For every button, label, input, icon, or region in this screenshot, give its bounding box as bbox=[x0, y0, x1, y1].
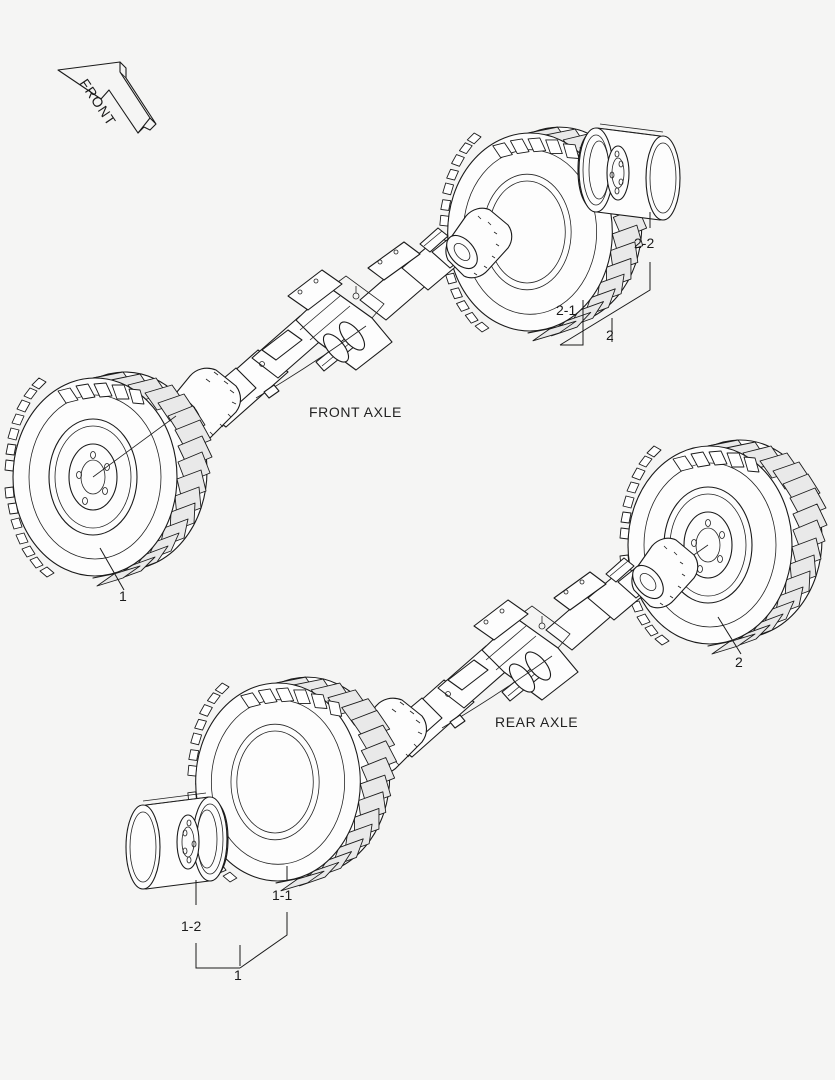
callout-rear-wheel-right-label: 2 bbox=[735, 654, 743, 670]
rear-rim-upper bbox=[577, 123, 681, 221]
callout-rear-tire-label: 2-1 bbox=[556, 302, 576, 318]
rear-axle-title: REAR AXLE bbox=[495, 714, 578, 730]
front-rim-lower bbox=[125, 792, 229, 890]
front-axle-right-hub bbox=[419, 207, 513, 279]
callout-front-wheel-left-leader bbox=[99, 547, 125, 591]
rear-axle-right-hub bbox=[605, 537, 699, 609]
callout-rear-wheel-right-leader bbox=[717, 616, 742, 655]
front-wheel-left bbox=[4, 371, 213, 587]
callout-front-rim-label: 1-2 bbox=[181, 918, 201, 934]
front-axle-assembly bbox=[164, 207, 513, 445]
rear-axle-assembly bbox=[350, 537, 699, 775]
callout-rear-rim-label: 2-2 bbox=[634, 235, 654, 251]
callout-rear-assembly-label: 2 bbox=[606, 327, 614, 343]
callout-front-tire-label: 1-1 bbox=[272, 887, 292, 903]
front-tire-lower bbox=[187, 676, 398, 892]
front-marker-label: FRONT bbox=[77, 76, 120, 129]
callout-front-assembly-label: 1 bbox=[234, 967, 242, 983]
callout-front-assembly-bracket bbox=[195, 912, 288, 969]
callout-front-wheel-left-label: 1 bbox=[119, 588, 127, 604]
callout-rear-assembly-bracket bbox=[559, 262, 651, 346]
front-axle-title: FRONT AXLE bbox=[309, 404, 402, 420]
front-orientation-marker: FRONT bbox=[57, 61, 157, 134]
